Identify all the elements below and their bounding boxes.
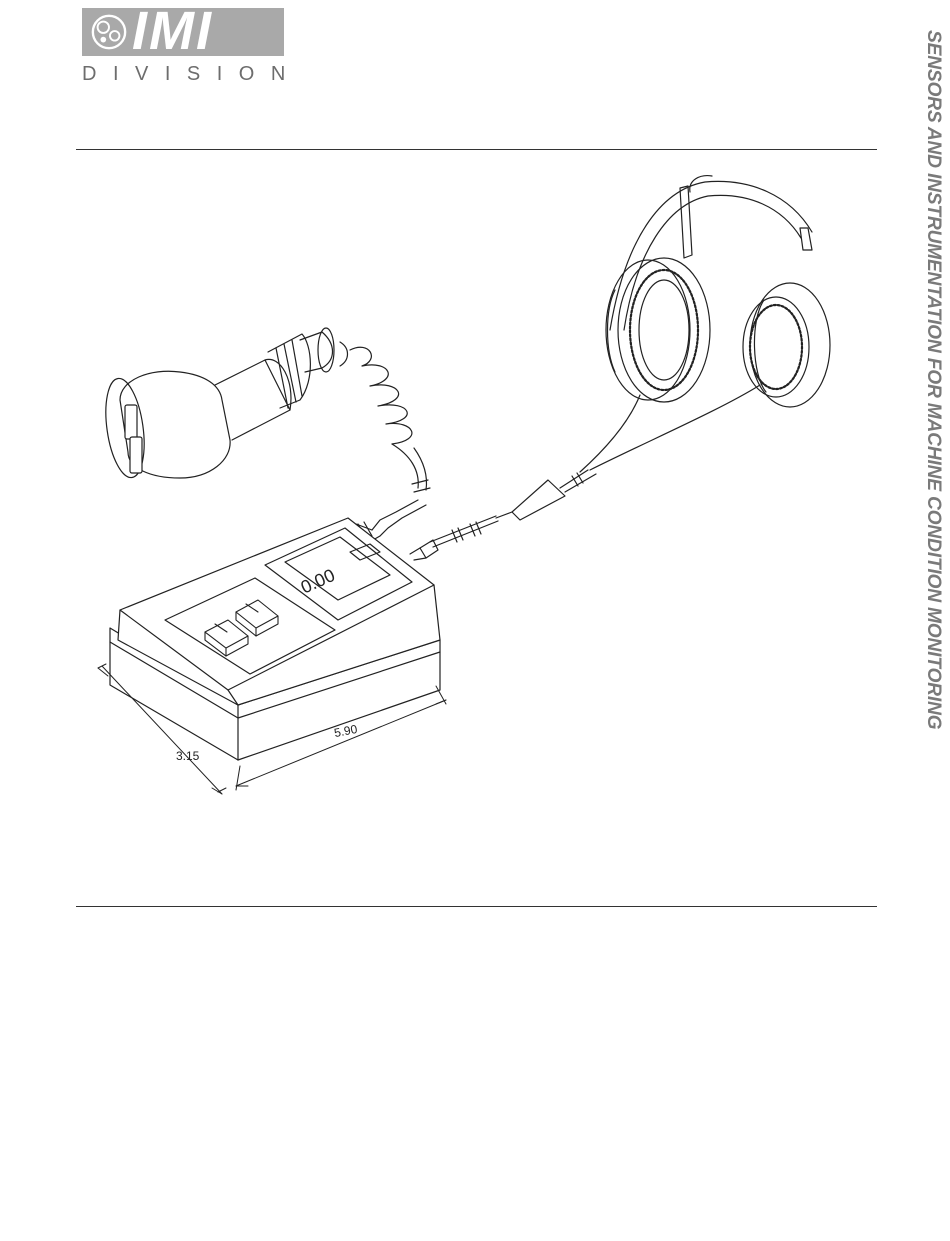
logo-subtitle: DIVISION — [82, 64, 284, 84]
side-title-text: SENSORS AND INSTRUMENTATION FOR MACHINE … — [922, 30, 944, 729]
sensor-probe-drawing — [100, 328, 430, 544]
meter-box-drawing: 0.00 — [110, 518, 440, 760]
logo-text: IMI — [132, 4, 213, 52]
company-logo: IMI DIVISION — [82, 8, 284, 86]
product-illustration: 0.00 — [80, 160, 840, 810]
bottom-divider — [76, 906, 877, 907]
headphones-drawing — [410, 176, 830, 560]
side-title: SENSORS AND INSTRUMENTATION FOR MACHINE … — [922, 30, 946, 790]
top-divider — [76, 149, 877, 150]
gear-icon — [90, 13, 128, 51]
dimension-depth-label: 3.15 — [176, 749, 199, 763]
